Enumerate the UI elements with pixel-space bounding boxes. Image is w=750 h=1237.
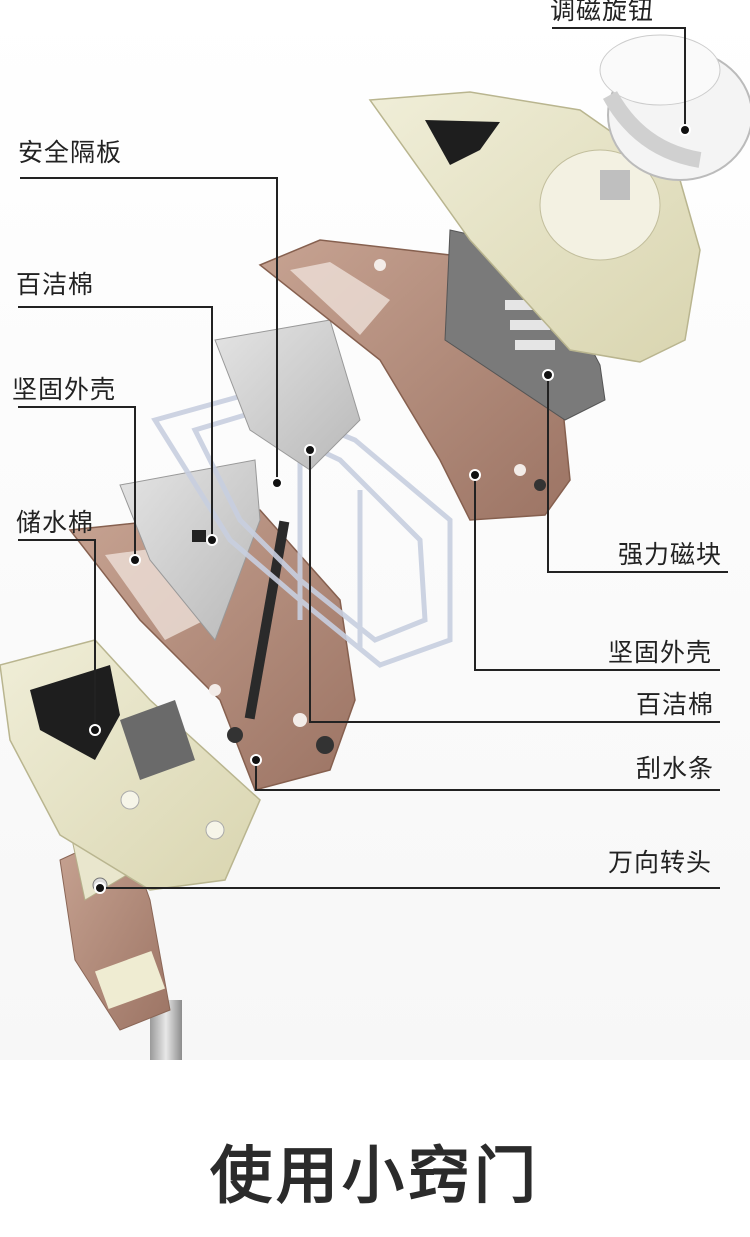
upper-sponge bbox=[214, 319, 361, 471]
leader-lines bbox=[18, 27, 728, 889]
label-wiper-strip: 刮水条 bbox=[636, 754, 715, 783]
label-shell-left: 坚固外壳 bbox=[12, 375, 117, 404]
label-shell-right: 坚固外壳 bbox=[608, 638, 713, 667]
label-strong-magnet: 强力磁块 bbox=[618, 540, 723, 569]
bottom-cream-shell bbox=[0, 639, 261, 891]
label-safety-board: 安全隔板 bbox=[18, 138, 123, 167]
exploded-diagram: 调磁旋钮 安全隔板 百洁棉 坚固外壳 储水棉 强力磁块 坚固外壳 百洁棉 刮水条… bbox=[0, 0, 750, 1060]
section-heading: 使用小窍门 bbox=[209, 1139, 540, 1212]
label-cleaning-sponge-left: 百洁棉 bbox=[16, 270, 95, 299]
lower-sponge bbox=[119, 459, 261, 641]
label-swivel-head: 万向转头 bbox=[608, 848, 713, 877]
top-cream-shell bbox=[368, 91, 701, 363]
label-water-cotton: 储水棉 bbox=[16, 508, 95, 537]
exploded-view-art bbox=[0, 27, 750, 1060]
label-magnetic-knob: 调磁旋钮 bbox=[550, 0, 655, 25]
leader-dots bbox=[89, 124, 691, 894]
magnetic-knob bbox=[599, 34, 750, 181]
label-cleaning-sponge-right: 百洁棉 bbox=[636, 690, 715, 719]
